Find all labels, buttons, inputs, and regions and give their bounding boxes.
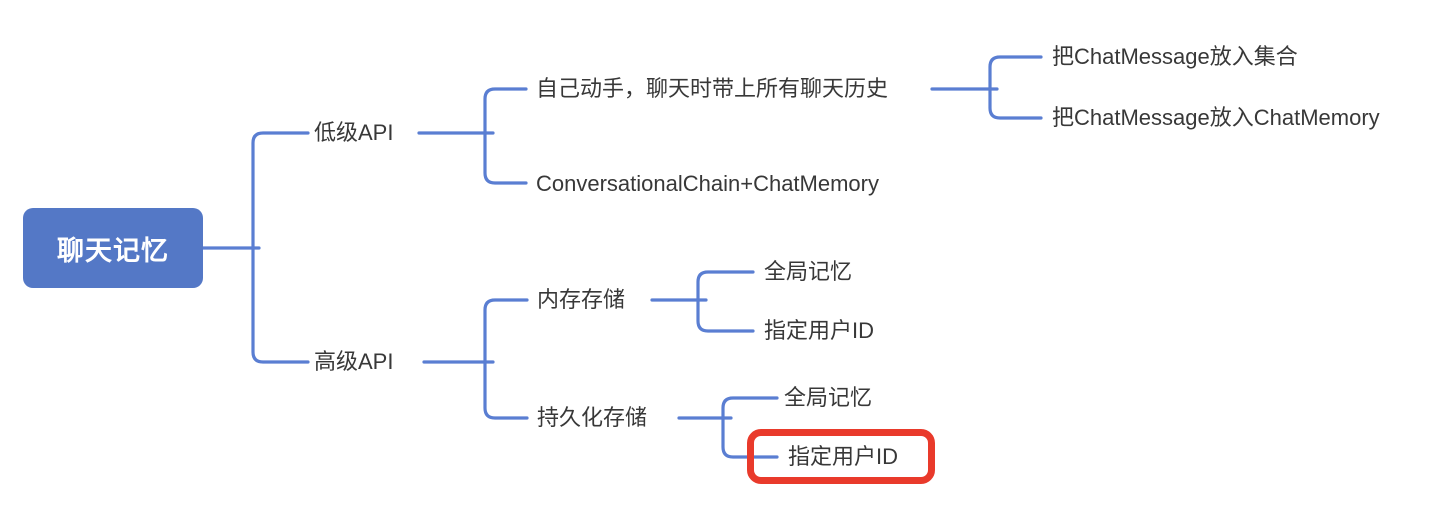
edge-lowapi-diy: [483, 87, 528, 135]
node-chatmessage-collection[interactable]: 把ChatMessage放入集合: [1052, 44, 1298, 69]
edge-diy-chatmemory: [988, 87, 1043, 120]
node-low-level-api[interactable]: 低级API: [314, 120, 394, 145]
node-persistent-storage[interactable]: 持久化存储: [537, 405, 648, 430]
edge-root-highapi: [251, 246, 310, 364]
edge-root-lowapi: [251, 131, 310, 250]
node-memory-global[interactable]: 全局记忆: [764, 259, 853, 284]
node-chat-memory-root[interactable]: 聊天记忆: [23, 208, 203, 288]
node-persistent-global[interactable]: 全局记忆: [784, 385, 873, 410]
node-high-level-api[interactable]: 高级API: [314, 349, 394, 374]
node-chatmessage-chatmemory[interactable]: 把ChatMessage放入ChatMemory: [1052, 105, 1380, 130]
node-diy-history[interactable]: 自己动手，聊天时带上所有聊天历史: [536, 76, 889, 101]
node-memory-userid[interactable]: 指定用户ID: [764, 318, 875, 343]
node-persistent-userid[interactable]: 指定用户ID: [788, 444, 899, 469]
edge-persistent-global: [721, 396, 779, 420]
edge-highapi-memory: [483, 298, 529, 364]
edge-memory-userid: [696, 298, 755, 333]
node-memory-storage[interactable]: 内存存储: [537, 287, 626, 312]
edge-memory-global: [696, 270, 755, 302]
edge-persistent-userid: [721, 416, 779, 459]
edge-diy-collection: [988, 55, 1043, 91]
edge-highapi-persistent: [483, 360, 529, 420]
node-conversational-chain[interactable]: ConversationalChain+ChatMemory: [536, 171, 879, 196]
edge-lowapi-conversational: [483, 131, 528, 185]
node-chat-memory-root-label: 聊天记忆: [57, 235, 169, 266]
